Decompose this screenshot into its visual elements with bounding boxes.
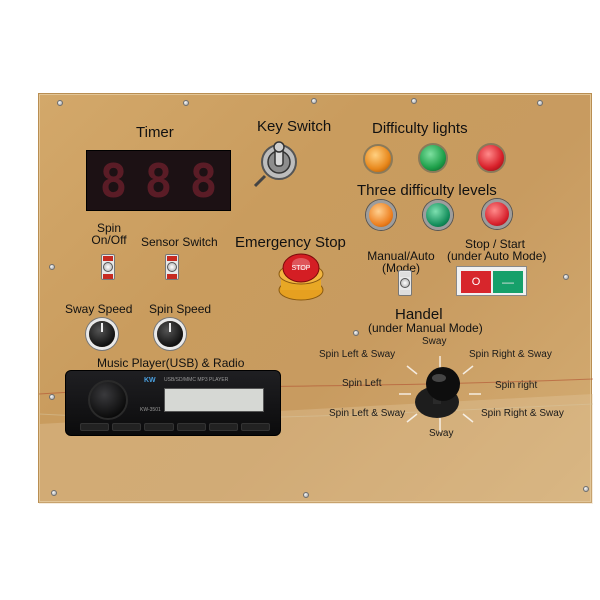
mode-toggle-switch[interactable] <box>397 270 413 296</box>
screw <box>183 100 189 106</box>
screw <box>411 98 417 104</box>
timer-digit: 8 <box>99 153 128 208</box>
music-player[interactable]: KW KW-3501 USB/SD/MMC MP3 PLAYER <box>65 370 281 436</box>
screw <box>57 100 63 106</box>
screw <box>583 486 589 492</box>
screw <box>303 492 309 498</box>
difficulty-levels-label: Three difficulty levels <box>357 182 497 199</box>
direction-down-right-label: Spin Right & Sway <box>481 408 564 419</box>
handel-sub-label: (under Manual Mode) <box>368 321 483 335</box>
spin-speed-label: Spin Speed <box>149 302 212 316</box>
estop-text: STOP <box>292 265 311 272</box>
player-button[interactable] <box>176 423 206 431</box>
difficulty-button-medium[interactable] <box>423 200 453 230</box>
screw <box>51 490 57 496</box>
emergency-stop-label: Emergency Stop <box>235 234 346 251</box>
stop-start-label: Stop / Start (under Auto Mode) <box>447 237 547 263</box>
player-buttons[interactable] <box>80 423 271 431</box>
difficulty-light-hard <box>476 143 506 173</box>
timer-digit: 8 <box>189 153 218 208</box>
start-half[interactable]: — <box>493 271 523 293</box>
difficulty-light-easy <box>363 144 393 174</box>
key-switch-label: Key Switch <box>257 118 332 135</box>
key-switch[interactable] <box>251 136 311 188</box>
emergency-stop-button[interactable]: STOP <box>277 250 325 302</box>
stop-half[interactable]: O <box>461 271 491 293</box>
stop-start-label-line: (under Auto Mode) <box>447 249 547 263</box>
screw <box>563 274 569 280</box>
screw <box>311 98 317 104</box>
difficulty-light-medium <box>418 143 448 173</box>
stop-start-rocker-switch[interactable]: O — <box>456 266 527 296</box>
timer-display: 8 8 8 <box>86 150 231 211</box>
handel-joystick[interactable] <box>399 356 481 432</box>
handel-label: Handel <box>395 306 443 323</box>
screw <box>49 394 55 400</box>
control-panel: Timer 8 8 8 Key Switch Difficulty lights… <box>38 93 593 504</box>
difficulty-button-hard[interactable] <box>482 199 512 229</box>
player-button[interactable] <box>144 423 174 431</box>
difficulty-lights-label: Difficulty lights <box>372 120 468 137</box>
spin-label-line: Spin <box>96 221 122 235</box>
spin-toggle-switch[interactable] <box>100 254 116 280</box>
screw <box>537 100 543 106</box>
sensor-toggle-switch[interactable] <box>164 254 180 280</box>
spin-speed-knob[interactable] <box>157 321 183 347</box>
player-model: KW-3501 <box>140 407 161 413</box>
direction-up-left-label: Spin Left & Sway <box>319 349 396 360</box>
direction-up-label: Sway <box>422 336 447 347</box>
player-button[interactable] <box>112 423 142 431</box>
spin-toggle-label: Spin On/Off <box>89 222 129 246</box>
stop-start-label-line: Stop / Start <box>464 237 526 251</box>
volume-dial[interactable] <box>88 380 128 420</box>
music-player-label: Music Player(USB) & Radio <box>97 356 245 370</box>
mode-label-line: Manual/Auto <box>367 249 435 263</box>
direction-down-label: Sway <box>429 428 454 439</box>
spin-label-line: On/Off <box>91 233 127 247</box>
player-screen <box>164 388 264 412</box>
sway-speed-knob[interactable] <box>89 321 115 347</box>
player-button[interactable] <box>208 423 238 431</box>
player-button[interactable] <box>80 423 110 431</box>
direction-down-left-label: Spin Left & Sway <box>329 408 406 419</box>
direction-up-right-label: Spin Right & Sway <box>469 349 552 360</box>
direction-right-label: Spin right <box>495 380 538 391</box>
screw <box>353 330 359 336</box>
screw <box>49 264 55 270</box>
direction-left-label: Spin Left <box>342 378 382 389</box>
timer-label: Timer <box>136 124 174 141</box>
difficulty-button-easy[interactable] <box>366 200 396 230</box>
timer-digit: 8 <box>144 153 173 208</box>
player-brand: KW <box>144 377 156 384</box>
player-subtitle: USB/SD/MMC MP3 PLAYER <box>164 377 229 383</box>
sway-speed-label: Sway Speed <box>65 302 133 316</box>
sensor-switch-label: Sensor Switch <box>141 235 218 249</box>
player-button[interactable] <box>240 423 271 431</box>
